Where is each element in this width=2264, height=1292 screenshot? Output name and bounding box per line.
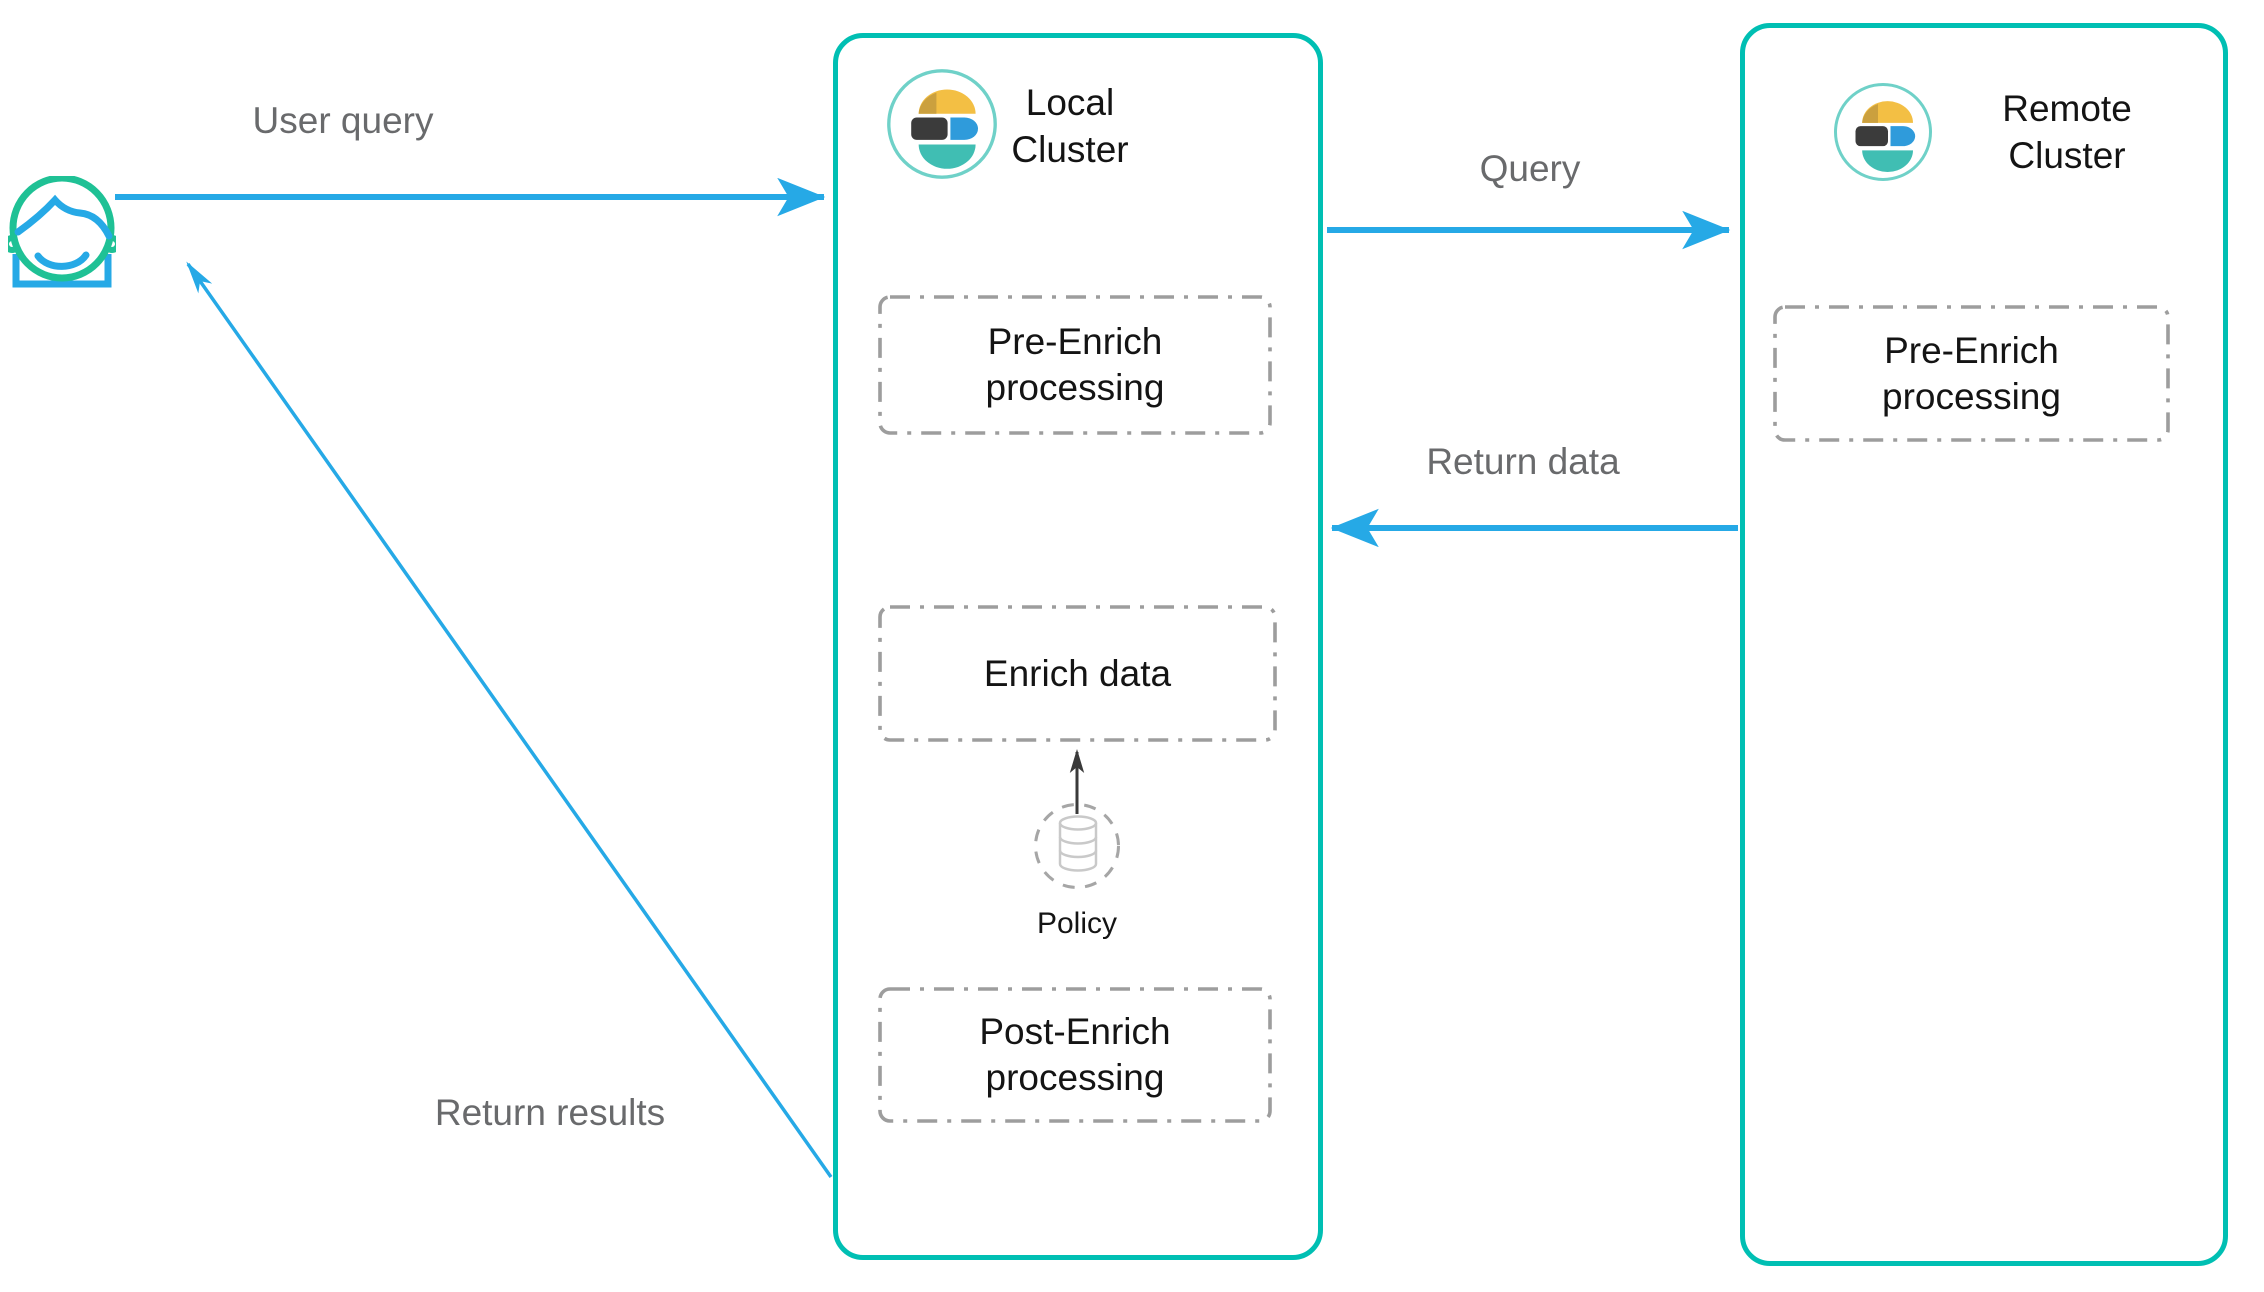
query-label: Query [1479, 148, 1581, 189]
enrich-data-box: Enrich data [878, 605, 1277, 742]
elasticsearch-logo-icon [1834, 83, 1932, 181]
user-face-icon [3, 174, 121, 288]
return-results-label: Return results [434, 1092, 666, 1133]
local-cluster-title-line1: Local [1025, 82, 1115, 123]
remote-cluster-box [1740, 23, 2228, 1266]
local-pre-enrich-label: Pre-Enrich processing [986, 319, 1165, 411]
remote-cluster-title-line2: Cluster [2008, 135, 2126, 176]
post-enrich-line1: Post-Enrich [979, 1011, 1171, 1052]
user-query-label: User query [252, 100, 434, 141]
policy-widget [1033, 800, 1121, 894]
user-actor [3, 174, 121, 290]
enrich-data-label: Enrich data [984, 651, 1171, 697]
enrich-data-text: Enrich data [983, 652, 1172, 694]
remote-cluster-logo [1833, 82, 1933, 187]
post-enrich-label: Post-Enrich processing [979, 1009, 1170, 1101]
return-results-arrow [186, 261, 833, 1179]
local-cluster-logo [886, 68, 998, 185]
local-pre-enrich-line2: processing [985, 367, 1165, 408]
local-cluster-title: Local Cluster [985, 79, 1155, 173]
remote-cluster-title: Remote Cluster [1982, 85, 2152, 179]
post-enrich-box: Post-Enrich processing [878, 987, 1272, 1123]
database-icon [1058, 815, 1098, 872]
remote-cluster-title-line1: Remote [2002, 88, 2132, 129]
elasticsearch-logo-icon [887, 69, 997, 179]
remote-pre-enrich-line1: Pre-Enrich [1884, 329, 2059, 371]
return-data-label: Return data [1426, 441, 1620, 482]
policy-dashed-circle [1034, 803, 1120, 889]
local-cluster-title-line2: Cluster [1011, 129, 1129, 170]
remote-pre-enrich-box: Pre-Enrich processing [1773, 305, 2170, 442]
local-pre-enrich-line1: Pre-Enrich [987, 321, 1163, 362]
remote-pre-enrich-line2: processing [1882, 375, 2061, 417]
local-pre-enrich-box: Pre-Enrich processing [878, 295, 1272, 435]
remote-pre-enrich-label: Pre-Enrich processing [1882, 328, 2061, 420]
post-enrich-line2: processing [985, 1057, 1165, 1098]
local-cluster-box [833, 33, 1323, 1260]
policy-label: Policy [1036, 907, 1118, 940]
